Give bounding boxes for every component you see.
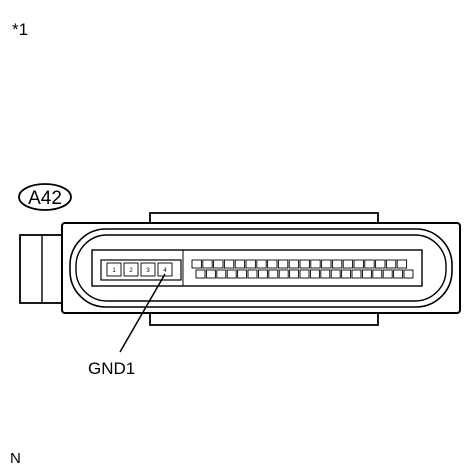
pin-cell — [247, 269, 258, 279]
pin-cell — [331, 259, 343, 269]
pin-cell — [140, 262, 156, 277]
pin-cell — [226, 269, 237, 279]
connector-code: A42 — [28, 188, 62, 209]
bottom-pin-row — [195, 269, 414, 279]
connector-code-bubble — [18, 183, 72, 211]
pin-cell — [403, 269, 414, 279]
pin-cell — [288, 259, 300, 269]
pin-cell — [396, 259, 408, 269]
callout-label: GND1 — [88, 359, 135, 378]
pin-cell — [320, 269, 331, 279]
pin-number: 1 — [112, 268, 116, 274]
pin-cell — [351, 269, 362, 279]
pin-cell — [277, 259, 289, 269]
pin-cell — [237, 269, 248, 279]
pin-cell — [299, 259, 310, 269]
pin-cell — [289, 269, 300, 279]
left-pin-group: 1 2 3 4 — [106, 262, 173, 277]
pin-number: 2 — [129, 268, 133, 274]
pin-cell — [385, 259, 397, 269]
pin-cell — [382, 269, 393, 279]
corner-mark: N — [10, 450, 21, 467]
pin-cell — [205, 269, 216, 279]
pin-cell — [330, 269, 341, 279]
pin-cell — [375, 259, 386, 269]
pin-cell — [157, 262, 173, 277]
pin-cell — [268, 269, 279, 279]
pin-cell — [234, 259, 246, 269]
pin-cell — [195, 269, 206, 279]
pin-cell — [202, 259, 213, 269]
pin-cell — [278, 269, 289, 279]
pin-cell — [123, 262, 139, 277]
top-pin-row — [191, 259, 408, 269]
pin-cell — [321, 259, 332, 269]
pin-cell — [267, 259, 278, 269]
callout-leader — [119, 273, 166, 353]
pin-number: 3 — [146, 268, 150, 274]
pin-cell — [364, 259, 375, 269]
pin-cell — [342, 259, 354, 269]
pin-cell — [309, 269, 320, 279]
pin-cell — [191, 259, 202, 269]
pin-cell — [353, 259, 364, 269]
pin-cell — [256, 259, 267, 269]
pin-cell — [245, 259, 256, 269]
pin-number: 4 — [163, 268, 167, 274]
pin-cell — [361, 269, 372, 279]
pin-cell — [393, 269, 404, 279]
pin-cell — [213, 259, 224, 269]
pin-cell — [341, 269, 352, 279]
pin-cell — [372, 269, 383, 279]
pin-cell — [106, 262, 122, 277]
pin-cell — [216, 269, 227, 279]
pin-cell — [223, 259, 235, 269]
pin-cell — [299, 269, 310, 279]
pin-cell — [310, 259, 321, 269]
pin-cell — [257, 269, 268, 279]
figure-marker: *1 — [12, 20, 29, 39]
